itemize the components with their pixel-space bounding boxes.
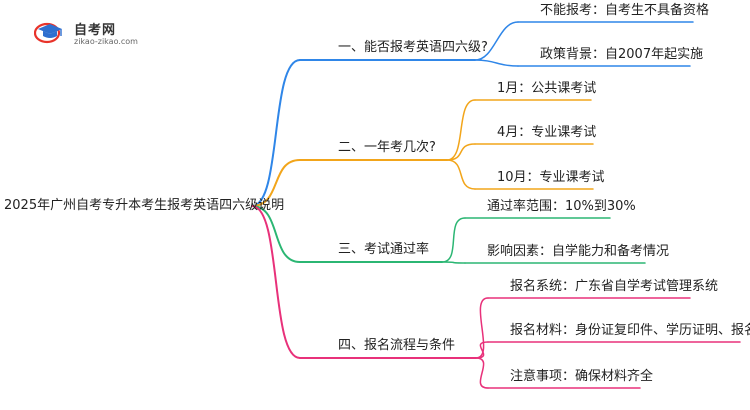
branch-to-leaf-connector — [475, 297, 489, 359]
branch-label: 二、一年考几次? — [338, 140, 436, 155]
branch-to-leaf-connector — [441, 261, 466, 264]
branch-to-leaf-connector — [474, 59, 519, 67]
branch-to-leaf-connector — [446, 143, 476, 161]
leaf-label: 不能报考：自考生不具备资格 — [540, 3, 710, 18]
branch-to-leaf-connector — [475, 357, 489, 389]
leaf-label: 4月：专业课考试 — [497, 125, 597, 140]
leaf-label: 报名材料：身份证复印件、学历证明、报名表格 — [510, 323, 750, 338]
leaf-label: 报名系统：广东省自学考试管理系统 — [510, 279, 719, 294]
leaf-label: 1月：公共课考试 — [497, 81, 597, 96]
branch-to-leaf-connector — [446, 99, 476, 161]
leaf-label: 10月：专业课考试 — [497, 170, 605, 185]
branch-to-leaf-connector — [475, 341, 489, 359]
leaf-label: 政策背景：自2007年起实施 — [540, 47, 704, 62]
root-to-branch-connector — [251, 205, 301, 263]
root-to-branch-connector — [251, 59, 301, 207]
branch-label: 三、考试通过率 — [338, 242, 430, 257]
logo-title: 自考网 — [74, 23, 117, 38]
leaf-label: 通过率范围：10%到30% — [487, 199, 636, 214]
root-to-branch-connector — [251, 159, 301, 207]
root-topic: 2025年广州自考专升本考生报考英语四六级说明 — [4, 198, 285, 213]
site-logo: 自考网 zikao-zikao.com — [34, 18, 144, 48]
branch-label: 一、能否报考英语四六级? — [338, 40, 488, 55]
graduation-cap-icon — [34, 22, 62, 44]
branch-to-leaf-connector — [446, 159, 476, 190]
logo-subtitle: zikao-zikao.com — [74, 37, 138, 46]
branch-to-leaf-connector — [474, 21, 519, 61]
branch-to-leaf-connector — [441, 217, 466, 263]
branch-label: 四、报名流程与条件 — [338, 338, 456, 353]
leaf-label: 注意事项：确保材料齐全 — [510, 369, 654, 384]
root-to-branch-connector — [251, 205, 301, 359]
leaf-label: 影响因素：自学能力和备考情况 — [487, 244, 670, 259]
